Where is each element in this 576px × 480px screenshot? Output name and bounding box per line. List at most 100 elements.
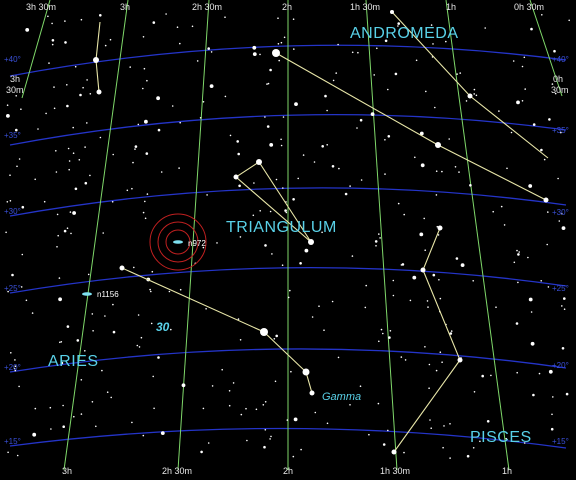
background-star [136, 344, 139, 347]
background-star [89, 174, 91, 177]
galaxy-n1156-icon[interactable] [82, 292, 92, 296]
background-star [131, 187, 133, 190]
background-star [528, 297, 533, 302]
n972-target[interactable] [149, 213, 207, 271]
background-star [140, 336, 143, 339]
background-star [151, 270, 154, 273]
background-star [11, 273, 14, 277]
background-star [56, 213, 59, 216]
background-star [55, 150, 57, 152]
background-star [523, 442, 526, 444]
background-star [209, 84, 214, 88]
dec-right-20: +20° [552, 361, 569, 370]
background-star [69, 211, 72, 213]
background-star [109, 38, 112, 41]
background-star [528, 184, 533, 188]
bright-stars [93, 10, 549, 455]
background-star [516, 249, 518, 252]
background-star [86, 122, 88, 124]
target-circle-mid [157, 221, 199, 263]
background-star [380, 328, 383, 331]
background-star [311, 316, 314, 318]
background-star [441, 170, 443, 173]
background-star [415, 59, 418, 62]
background-star [335, 72, 338, 74]
background-star [16, 454, 19, 457]
background-star [165, 13, 167, 15]
ra-top-1h30m: 1h 30m [350, 2, 380, 12]
background-star [481, 374, 485, 378]
background-star [426, 300, 429, 302]
background-star [472, 447, 475, 449]
background-star [293, 417, 298, 422]
background-star [518, 251, 520, 253]
background-star [134, 145, 138, 148]
background-star [351, 51, 354, 54]
star-andromeda-east [467, 93, 473, 99]
background-star [273, 338, 276, 340]
background-star [530, 311, 533, 313]
background-star [221, 368, 223, 371]
background-star [56, 246, 58, 248]
background-star [382, 443, 386, 446]
background-star [238, 184, 241, 188]
background-star [150, 290, 152, 293]
background-star [281, 264, 284, 267]
background-star [66, 227, 69, 229]
background-star [37, 128, 39, 130]
background-star [427, 306, 429, 308]
background-star [146, 79, 148, 82]
background-star [6, 114, 10, 118]
background-star [178, 167, 180, 169]
background-star [443, 425, 445, 427]
background-star [57, 234, 59, 237]
background-star [67, 147, 70, 150]
label-n1156: n1156 [97, 290, 119, 299]
background-star [304, 248, 309, 253]
background-star [84, 181, 88, 185]
star-mirach [435, 142, 441, 148]
background-star [31, 312, 34, 314]
target-circle-outer [149, 213, 207, 271]
background-star [561, 305, 563, 307]
background-star [392, 294, 395, 297]
background-star [292, 18, 295, 21]
background-star [232, 382, 235, 384]
background-star [176, 26, 179, 29]
dec-right-15: +15° [552, 437, 569, 446]
background-star [224, 95, 227, 98]
background-star [210, 51, 213, 53]
background-star [66, 325, 70, 328]
background-star [404, 359, 407, 361]
background-star [202, 101, 205, 103]
background-star [129, 66, 131, 68]
background-star [384, 39, 388, 43]
background-star [551, 413, 553, 416]
background-star [541, 14, 543, 16]
dec-right-35: +35° [552, 126, 569, 135]
background-star [465, 100, 468, 102]
background-star [89, 93, 92, 95]
background-star [216, 242, 218, 244]
background-star [331, 300, 334, 303]
background-star [51, 22, 53, 25]
background-star [565, 392, 569, 396]
background-star [252, 214, 255, 217]
background-star [412, 275, 417, 280]
background-star [283, 36, 286, 39]
background-star [469, 184, 472, 187]
background-star [563, 297, 566, 300]
background-star [149, 288, 151, 291]
star-hamal [260, 328, 268, 336]
background-star [66, 84, 68, 86]
background-star [20, 108, 22, 110]
background-star [429, 419, 431, 421]
ra-top-2h: 2h [282, 2, 292, 12]
background-star [137, 314, 140, 316]
dec-right-25: +25° [552, 284, 569, 293]
background-star [424, 249, 427, 251]
background-star [104, 44, 107, 47]
background-star [521, 100, 524, 102]
background-star [424, 346, 426, 348]
background-star [68, 168, 70, 171]
